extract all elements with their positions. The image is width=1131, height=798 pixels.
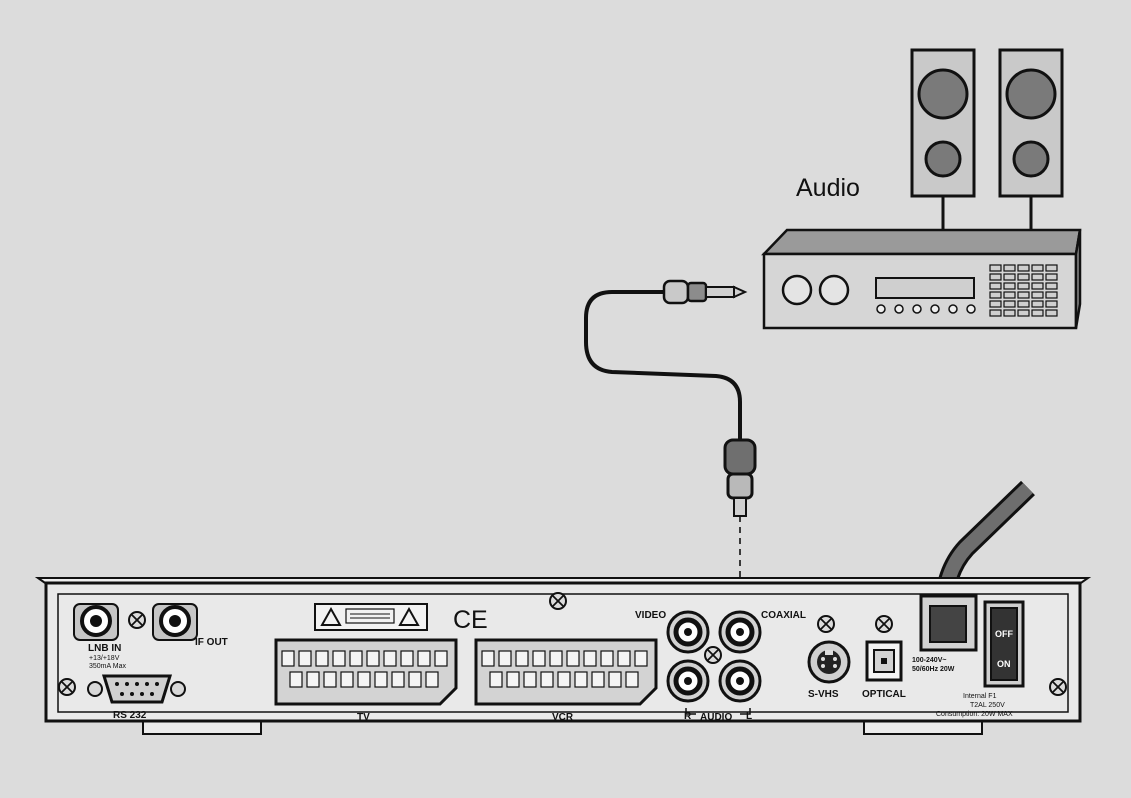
- screw-icon: [549, 592, 567, 610]
- audio-r-label: R: [684, 711, 692, 722]
- optical-label: OPTICAL: [862, 689, 906, 700]
- coaxial-label: COAXIAL: [761, 610, 806, 621]
- mounting-screws: [58, 592, 1067, 696]
- screw-icon: [58, 678, 76, 696]
- vcr-label: VCR: [552, 712, 574, 723]
- fuse-text-3: Consumption: 20W MAX: [936, 711, 1013, 718]
- power-switch[interactable]: [983, 600, 1025, 688]
- audio-port-label: AUDIO: [700, 712, 732, 723]
- switch-on-label: ON: [997, 659, 1011, 669]
- speaker-right: [998, 48, 1064, 232]
- coaxial-rca-port[interactable]: [718, 610, 762, 654]
- optical-port[interactable]: [865, 640, 903, 682]
- rs232-label: RS 232: [113, 710, 147, 721]
- audio-label: Audio: [796, 174, 860, 202]
- coaxial-cable: [584, 279, 757, 624]
- screw-icon: [704, 646, 722, 664]
- scart-vcr-port[interactable]: [474, 638, 658, 706]
- fuse-text-1: Internal F1: [963, 693, 997, 700]
- lnb-in-spec-1: +13/+18V: [89, 655, 120, 662]
- video-rca-port[interactable]: [666, 610, 710, 654]
- video-label: VIDEO: [635, 610, 666, 621]
- audio-amplifier: [761, 228, 1082, 330]
- power-rating-1: 100-240V~: [912, 657, 946, 664]
- lnb-in-label: LNB IN: [88, 643, 121, 654]
- power-rating-2: 50/60Hz 20W: [912, 666, 955, 673]
- svhs-port[interactable]: [807, 640, 851, 684]
- if-out-port[interactable]: [152, 603, 198, 641]
- warning-label: [314, 603, 428, 631]
- screw-icon: [1049, 678, 1067, 696]
- switch-off-label: OFF: [995, 629, 1013, 639]
- audio-l-rca-port[interactable]: [718, 659, 762, 703]
- screw-icon: [875, 615, 893, 633]
- speaker-left: [910, 48, 976, 232]
- lnb-in-spec-2: 350mA Max: [89, 663, 126, 670]
- screw-icon: [128, 611, 146, 629]
- rs232-port[interactable]: [87, 674, 186, 704]
- lnb-in-port[interactable]: [73, 603, 119, 641]
- audio-r-rca-port[interactable]: [666, 659, 710, 703]
- tv-label: TV: [357, 712, 370, 723]
- if-out-label: IF OUT: [195, 637, 228, 648]
- ce-mark: CE: [453, 606, 488, 634]
- fuse-text-2: T2AL 250V: [970, 702, 1005, 709]
- screw-icon: [817, 615, 835, 633]
- audio-l-label: L: [746, 711, 752, 722]
- svhs-label: S-VHS: [808, 689, 839, 700]
- scart-tv-port[interactable]: [274, 638, 458, 706]
- power-inlet: [919, 594, 978, 652]
